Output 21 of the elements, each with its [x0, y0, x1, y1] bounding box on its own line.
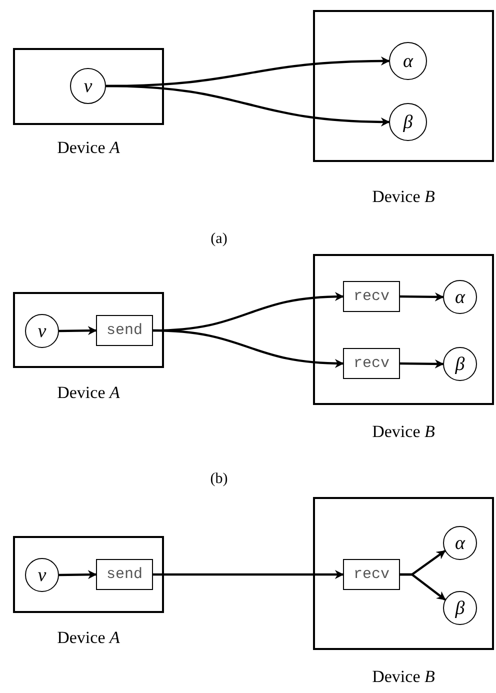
arrow — [400, 359, 444, 368]
device-label: Device A — [56, 139, 121, 156]
arrow — [106, 84, 390, 126]
device-label: Device A — [56, 629, 121, 646]
arrow — [152, 329, 344, 368]
function-box: recv — [343, 281, 400, 312]
arrow — [153, 570, 344, 579]
panel-label: (b) — [210, 472, 228, 487]
device-label: Device B — [371, 668, 436, 685]
function-box: recv — [343, 348, 400, 379]
function-box: send — [96, 315, 153, 346]
panel-label: (a) — [210, 232, 228, 247]
device-label: Device B — [371, 188, 436, 205]
arrow — [58, 326, 97, 336]
arrow — [400, 573, 446, 601]
device-label: Device B — [371, 423, 436, 440]
function-box: recv — [343, 559, 400, 590]
arrow — [58, 570, 97, 580]
device-label: Device A — [56, 384, 121, 401]
arrow — [400, 292, 444, 302]
function-box: send — [96, 559, 153, 590]
